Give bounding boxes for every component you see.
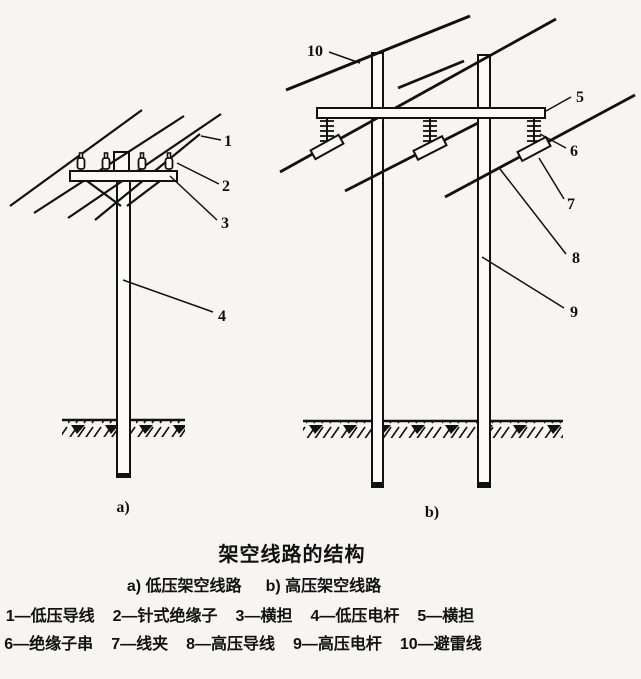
crossarm-brace-right (126, 180, 161, 207)
wire-clamp (309, 133, 345, 161)
callout-7: 7 (567, 196, 575, 213)
callout-9: 9 (570, 304, 578, 321)
hv-conductor-2 (344, 121, 479, 193)
ground-hatch-band (303, 422, 563, 438)
pin-insulator (101, 152, 111, 170)
legend-item: 9—高压电杆 (293, 636, 382, 653)
panel-b-leaders (328, 51, 572, 309)
callout-5: 5 (576, 89, 584, 106)
callout-3: 3 (221, 215, 229, 232)
panel-a-leaders (122, 135, 222, 313)
leader-1 (200, 135, 222, 141)
pin-insulator (137, 152, 147, 170)
pole-butt (372, 482, 383, 487)
crossarm-brace-left (86, 180, 122, 207)
legend-item: 2—针式绝缘子 (112, 608, 218, 625)
leader-10 (328, 51, 361, 64)
lightning-protection-wire (285, 14, 471, 92)
wire-line (9, 109, 143, 207)
low-voltage-pole (116, 180, 131, 478)
panel-b-high-voltage-line: 10 5 6 7 8 9 b) (279, 14, 636, 521)
crossarm-a (69, 170, 178, 182)
legend-item: 10—避雷线 (399, 636, 482, 653)
insulator-string-2 (412, 118, 448, 162)
subtitle-panel-b: b) 高压架空线路 (265, 578, 382, 595)
leader-6 (539, 133, 567, 149)
pin-insulator (164, 152, 174, 170)
leader-2 (176, 162, 220, 185)
pin-insulators (76, 152, 174, 170)
callout-1: 1 (224, 133, 232, 150)
callout-10: 10 (307, 43, 323, 60)
pin-insulator (76, 152, 86, 170)
panel-a-label: a) (116, 499, 129, 516)
leader-5 (545, 96, 572, 112)
insulator-string-3 (516, 118, 552, 163)
leader-9 (481, 256, 565, 309)
ground-b (303, 419, 563, 438)
legend-item: 8—高压导线 (186, 636, 275, 653)
legend-row-1: 1—低压导线 2—针式绝缘子 3—横担 4—低压电杆 5—横担 (0, 602, 483, 626)
callout-4: 4 (218, 308, 226, 325)
callout-8: 8 (572, 250, 580, 267)
pole-butt (478, 482, 490, 487)
callout-6: 6 (570, 143, 578, 160)
figure-subtitle: a) 低压架空线路 b) 高压架空线路 (115, 572, 393, 596)
overhead-line-structure-diagram: 1 2 3 4 a) (9, 14, 636, 521)
wire-clamp (412, 134, 448, 162)
leader-3 (169, 175, 218, 221)
high-voltage-pole-right (477, 54, 491, 488)
subtitle-panel-a: a) 低压架空线路 (126, 578, 242, 595)
high-voltage-wires (279, 14, 636, 199)
wire-segment (397, 59, 465, 90)
legend-item: 3—横担 (235, 608, 293, 625)
legend-item: 7—线夹 (111, 636, 169, 653)
callout-2: 2 (222, 178, 230, 195)
panel-a-low-voltage-line: 1 2 3 4 a) (9, 109, 232, 516)
leader-8 (499, 168, 567, 255)
legend-item: 1—低压导线 (5, 608, 95, 625)
pole-top-cap (113, 151, 130, 173)
leader-7 (538, 157, 565, 200)
crossarm-b (316, 107, 546, 119)
pole-butt (117, 473, 130, 478)
legend-row-2: 6—绝缘子串 7—线夹 8—高压导线 9—高压电杆 10—避雷线 (0, 630, 491, 654)
legend-item: 5—横担 (417, 608, 475, 625)
legend-item: 6—绝缘子串 (4, 636, 94, 653)
figure-title: 架空线路的结构 (218, 544, 366, 566)
wire-clamp (516, 135, 552, 163)
leader-4 (122, 279, 214, 313)
legend-item: 4—低压电杆 (310, 608, 400, 625)
insulator-string-1 (309, 118, 345, 161)
panel-b-label: b) (425, 504, 439, 521)
